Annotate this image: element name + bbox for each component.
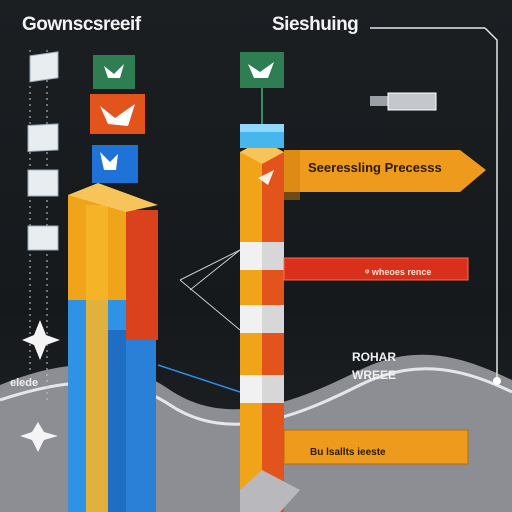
connector-tab	[370, 96, 388, 106]
left-bar-column	[68, 183, 158, 512]
document-icon	[27, 169, 59, 197]
blue-cube-icon	[92, 145, 138, 183]
connector-line	[189, 249, 241, 291]
orange-cube-icon	[90, 94, 145, 134]
secondary-banner-label: ᵠ wheoes rence	[365, 267, 432, 277]
right-title: Sieshuing	[272, 14, 359, 35]
primary-banner-label: Seeressling Precesss	[308, 160, 442, 175]
tertiary-banner	[284, 430, 468, 464]
document-icon	[29, 51, 59, 83]
connector-block	[387, 92, 437, 111]
connector-line	[179, 249, 241, 281]
sparkle-icon	[22, 320, 60, 360]
side-label: ROHAR WREEE	[352, 350, 397, 382]
corner-label: elede	[10, 377, 39, 389]
connector-line	[157, 364, 241, 393]
green-cube-icon	[93, 55, 135, 89]
tertiary-banner-label: Bu lsallts ieeste	[310, 447, 386, 458]
connector-line	[484, 27, 498, 378]
document-icon	[27, 123, 59, 153]
sparkle-icon	[20, 422, 58, 452]
secondary-banner	[284, 258, 468, 280]
document-icon	[27, 225, 59, 251]
left-title: Gownscsreeif	[22, 14, 141, 35]
center-bar-column	[240, 52, 300, 512]
primary-process-banner	[284, 150, 486, 192]
connector-endpoint-dot	[493, 377, 501, 385]
connector-line	[179, 279, 241, 331]
